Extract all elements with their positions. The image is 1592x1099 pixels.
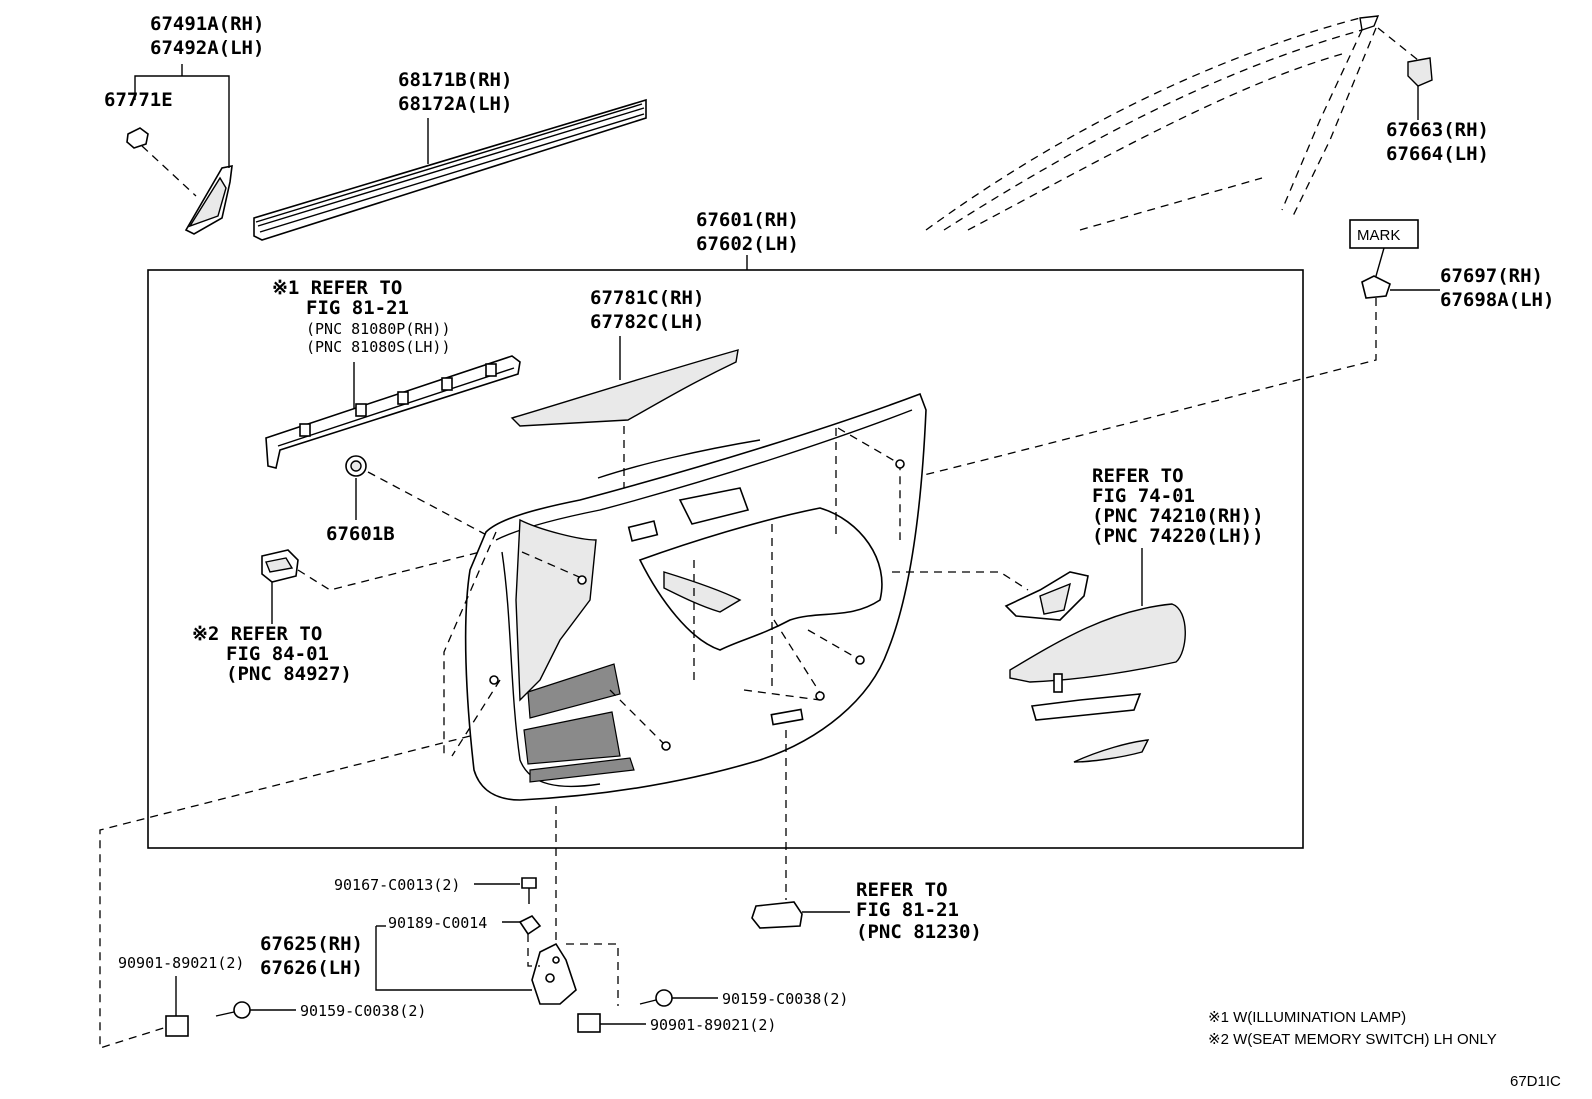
label-90189-c0014: 90189-C0014: [388, 914, 487, 932]
label-67782c-lh: 67782C(LH): [590, 311, 704, 333]
label-ref-84-01-1: ※2 REFER TO: [192, 623, 322, 645]
label-67663-rh: 67663(RH): [1386, 119, 1489, 141]
bracket-67625-part: [531, 942, 577, 1005]
illumination-strip-81080-part: [265, 355, 521, 469]
label-67697-rh: 67697(RH): [1440, 265, 1543, 287]
label-ref-81-21-top-1: ※1 REFER TO: [272, 277, 402, 299]
label-67626-lh: 67626(LH): [260, 957, 363, 979]
seat-memory-switch-84927-part: [261, 549, 299, 583]
callout-labels: 67491A(RH) 67492A(LH) 67771E 68171B(RH) …: [104, 13, 1554, 1034]
armrest-pad-67781-part: [510, 349, 739, 427]
footnotes: ※1 W(ILLUMINATION LAMP) ※2 W(SEAT MEMORY…: [1208, 1009, 1561, 1090]
label-ref-74-01-1: REFER TO: [1092, 465, 1184, 487]
a-pillar-outline: [925, 15, 1419, 231]
inside-handle-74210-part: [1004, 571, 1089, 621]
label-ref-81-21-top-2: FIG 81-21: [306, 297, 409, 319]
clip-locations: [443, 427, 905, 757]
label-ref-81-21-bottom-2: FIG 81-21: [856, 899, 959, 921]
label-ref-74-01-2: FIG 74-01: [1092, 485, 1195, 507]
label-ref-84-01-3: (PNC 84927): [226, 663, 352, 685]
label-90159-c0038-left: 90159-C0038(2): [300, 1002, 426, 1020]
label-ref-81-21-bottom-3: (PNC 81230): [856, 921, 982, 943]
label-ref-74-01-4: (PNC 74220(LH)): [1092, 525, 1264, 547]
label-ref-81-21-bottom-1: REFER TO: [856, 879, 948, 901]
screw-90159-left-part: [215, 1001, 251, 1019]
switch-base-74210-part: [1009, 603, 1186, 693]
clip-67771-part: [126, 127, 149, 149]
label-67601-rh: 67601(RH): [696, 209, 799, 231]
label-90901-89021-right: 90901-89021(2): [650, 1016, 776, 1034]
courtesy-lamp-81230-part: [751, 901, 803, 929]
label-68171b-rh: 68171B(RH): [398, 69, 512, 91]
grommet-67601b-part: [345, 455, 367, 477]
label-67625-rh: 67625(RH): [260, 933, 363, 955]
clip-90901-left-part: [165, 1015, 189, 1037]
clip-67697-part: [1361, 275, 1391, 299]
label-90159-c0038-right: 90159-C0038(2): [722, 990, 848, 1008]
label-67492a-lh: 67492A(LH): [150, 37, 264, 59]
garnish-67663-part: [1407, 57, 1433, 87]
switch-panel-74210-part: [1030, 693, 1142, 721]
label-ref-74-01-3: (PNC 74210(RH)): [1092, 505, 1264, 527]
label-67771e: 67771E: [104, 89, 173, 111]
label-67664-lh: 67664(LH): [1386, 143, 1489, 165]
clip-90901-right-part: [577, 1013, 601, 1033]
garnish-strip-74210-part: [1073, 739, 1150, 763]
label-67601b: 67601B: [326, 523, 395, 545]
label-90901-89021-left: 90901-89021(2): [118, 954, 244, 972]
label-67491a-rh: 67491A(RH): [150, 13, 264, 35]
door-panel-assembly-frame: [147, 269, 1304, 849]
clip-90189-part: [518, 914, 542, 936]
door-trim-board-67601-part: [464, 392, 927, 801]
label-90167-c0013: 90167-C0013(2): [334, 876, 460, 894]
label-67602-lh: 67602(LH): [696, 233, 799, 255]
label-mark: MARK: [1357, 227, 1400, 244]
label-68172a-lh: 68172A(LH): [398, 93, 512, 115]
footnote-2: ※2 W(SEAT MEMORY SWITCH) LH ONLY: [1208, 1031, 1497, 1048]
figure-code: 67D1IC: [1510, 1073, 1561, 1090]
label-ref-81-21-top-4: (PNC 81080S(LH)): [306, 338, 451, 356]
corner-cover-67491-part: [184, 164, 233, 235]
screw-90159-right-part: [639, 989, 673, 1007]
label-ref-84-01-2: FIG 84-01: [226, 643, 329, 665]
label-67781c-rh: 67781C(RH): [590, 287, 704, 309]
footnote-1: ※1 W(ILLUMINATION LAMP): [1208, 1009, 1406, 1026]
label-ref-81-21-top-3: (PNC 81080P(RH)): [306, 320, 451, 338]
label-67698a-lh: 67698A(LH): [1440, 289, 1554, 311]
screw-90167-part: [521, 877, 537, 904]
belt-weatherstrip-68171-part: [253, 98, 647, 241]
